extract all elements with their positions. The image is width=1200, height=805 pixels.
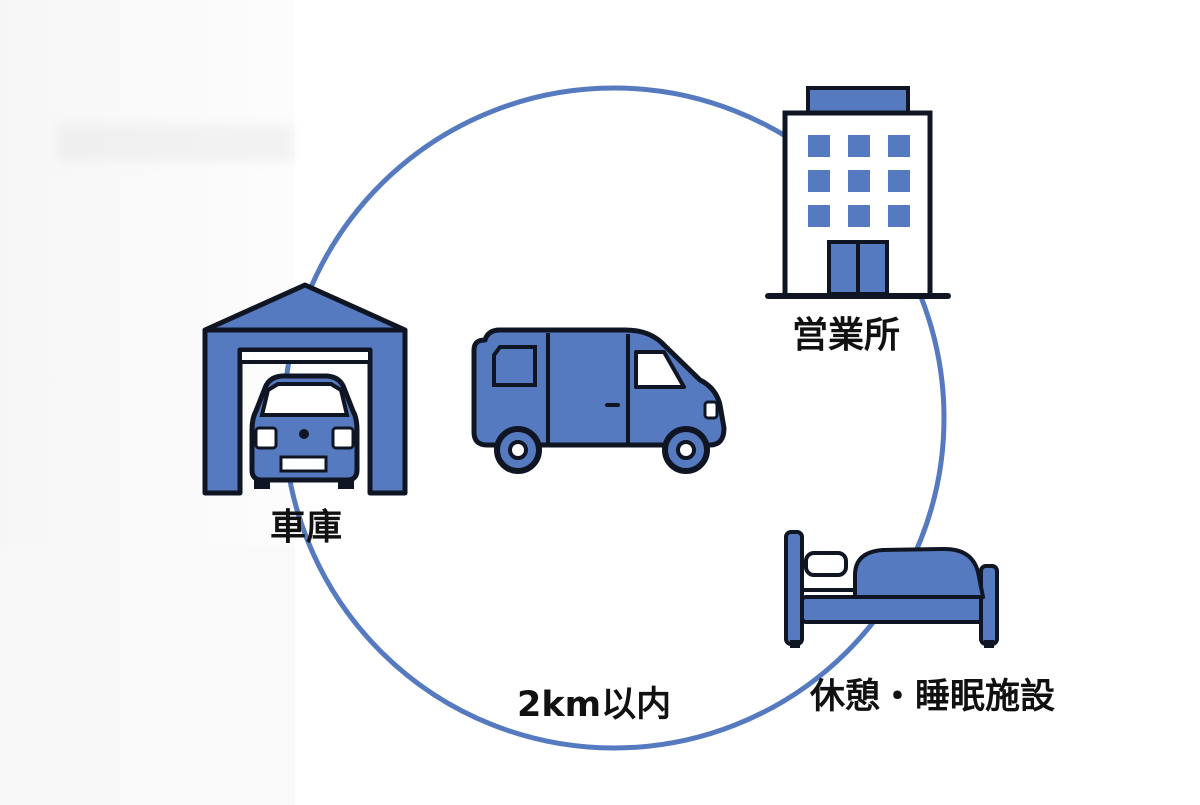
bed-icon xyxy=(784,530,999,648)
bed-headboard xyxy=(784,530,804,646)
distance-label: 2km以内 xyxy=(517,685,672,725)
car-wheel-left xyxy=(254,480,270,489)
car-emblem xyxy=(299,429,309,439)
van-rear-hub xyxy=(508,440,528,460)
car-license-plate xyxy=(279,455,328,473)
building-window xyxy=(848,205,870,227)
car-wheel-right xyxy=(338,480,354,489)
rest-facility-label: 休憩・睡眠施設 xyxy=(810,677,1056,717)
bed-blanket xyxy=(853,546,985,599)
van-icon xyxy=(471,327,727,474)
building-window xyxy=(888,170,910,192)
building-window xyxy=(848,135,870,157)
garage-door-rail xyxy=(238,348,372,364)
bed-footboard xyxy=(979,564,999,646)
garage-frame xyxy=(202,282,408,496)
building-window xyxy=(808,205,830,227)
building-window xyxy=(848,170,870,192)
van-front-window xyxy=(634,350,686,389)
building-window xyxy=(808,135,830,157)
building-window xyxy=(808,170,830,192)
building-window xyxy=(888,135,910,157)
garage-car-icon xyxy=(249,373,360,489)
van-front-hub xyxy=(676,440,696,460)
background-smudge xyxy=(58,125,293,161)
bed-pillow xyxy=(804,551,848,577)
car-windshield xyxy=(259,382,350,417)
office-building-icon xyxy=(765,86,951,299)
van-rear-window xyxy=(492,345,537,387)
garage-icon xyxy=(202,282,408,496)
car-headlight-right xyxy=(331,426,355,450)
office-label: 営業所 xyxy=(792,315,901,356)
bed-frame xyxy=(800,595,986,624)
bed-leg-left xyxy=(790,640,800,648)
garage-label: 車庫 xyxy=(270,507,343,548)
background-wash-lower xyxy=(0,545,295,805)
bed-leg-right xyxy=(984,640,994,648)
building-windows xyxy=(808,135,910,227)
car-headlight-left xyxy=(254,426,278,450)
building-roof xyxy=(806,86,910,115)
van-headlight xyxy=(703,400,719,420)
building-window xyxy=(888,205,910,227)
